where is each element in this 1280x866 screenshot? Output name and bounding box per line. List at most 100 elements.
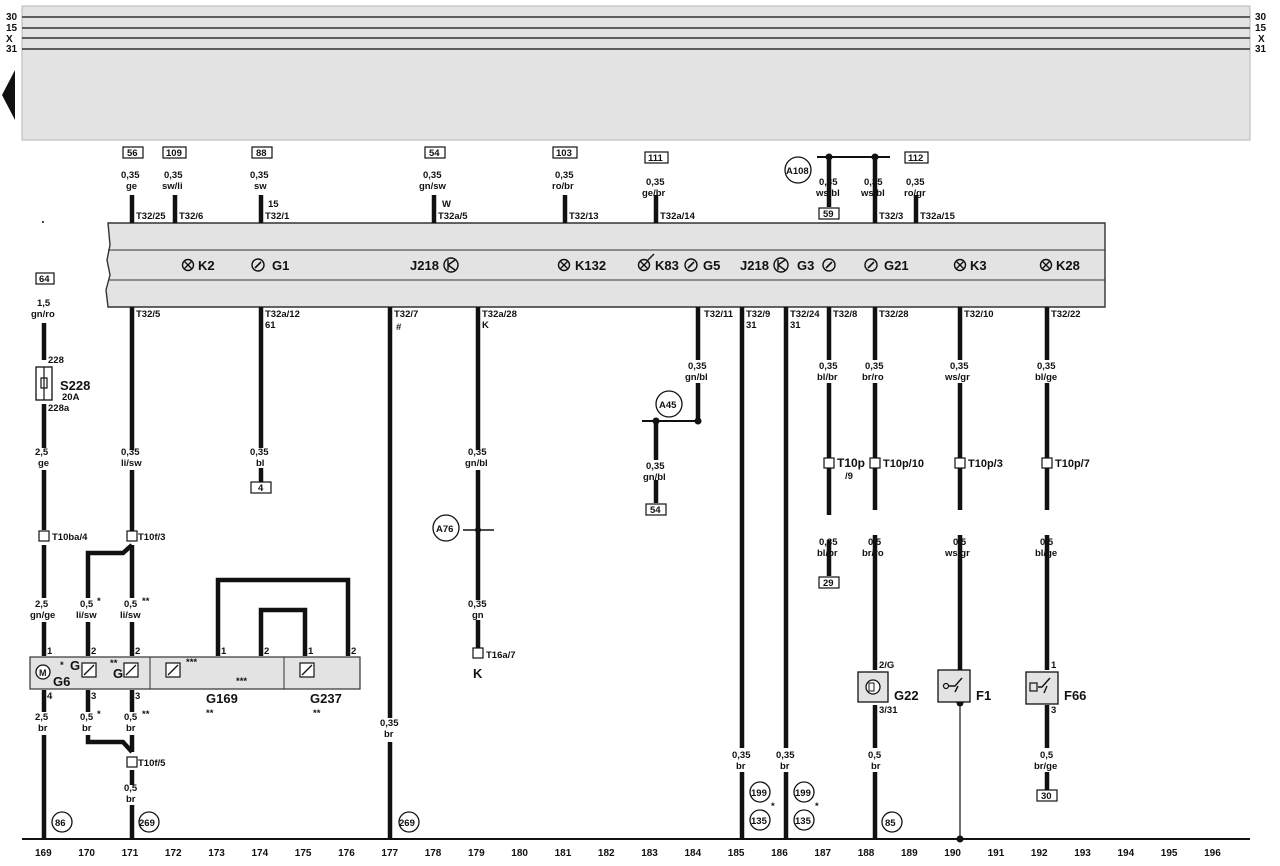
svg-text:0,35: 0,35 (819, 537, 838, 548)
svg-text:2: 2 (264, 646, 269, 657)
svg-text:2/G: 2/G (879, 660, 894, 671)
column-number: 196 (1204, 848, 1221, 859)
col-185-186-labels: 0,35 br 0,35 br 199 135 * 199 135 * (732, 750, 819, 831)
g5-gauge: G5 (684, 258, 720, 273)
previous-page-arrow-icon[interactable] (2, 70, 15, 120)
svg-text:gn: gn (472, 610, 484, 621)
k83-warning-lamp: K83 (637, 253, 679, 273)
svg-text:1,5: 1,5 (37, 298, 51, 309)
svg-text:#: # (396, 322, 402, 333)
top-ref-54: 54 0,35 gn/sw W T32a/5 (419, 146, 468, 222)
svg-text:4: 4 (47, 691, 53, 702)
svg-text:1: 1 (221, 646, 227, 657)
rail-label-15-right: 15 (1255, 23, 1267, 34)
svg-text:F1: F1 (976, 688, 991, 703)
rail-label-x-right: X (1258, 34, 1265, 45)
column-number: 169 (35, 848, 52, 859)
svg-text:gn/bl: gn/bl (685, 372, 708, 383)
svg-text:T32/10: T32/10 (964, 309, 994, 320)
rail-label-x-left: X (6, 34, 13, 45)
svg-text:br/ro: br/ro (862, 372, 884, 383)
svg-text:0,35: 0,35 (646, 461, 665, 472)
top-ref-109: 109 0,35 sw/li T32/6 (162, 146, 203, 222)
g21-gauge: G21 (864, 258, 909, 273)
svg-text:0,5: 0,5 (80, 599, 94, 610)
svg-text:3: 3 (135, 691, 140, 702)
svg-text:T32/9: T32/9 (746, 309, 770, 320)
col-170-171-wiring (85, 543, 351, 839)
svg-text:3: 3 (1051, 705, 1056, 716)
g169-note: ** (206, 708, 214, 719)
j218-right-label: J218 (740, 258, 769, 273)
k28-label: K28 (1056, 258, 1080, 273)
svg-text:228a: 228a (48, 403, 70, 414)
g1-label: G1 (272, 258, 289, 273)
k28-warning-lamp: K28 (1039, 258, 1080, 273)
svg-text:29: 29 (823, 578, 834, 589)
svg-text:S228: S228 (60, 378, 90, 393)
svg-text:199: 199 (795, 788, 811, 799)
svg-text:61: 61 (265, 320, 276, 331)
svg-text:112: 112 (908, 153, 923, 164)
column-number: 187 (814, 848, 831, 859)
col-177-labels: 0,35 br 269 (380, 718, 420, 833)
a108-connection: A108 0,35 ws/bl 59 0,35 ws/bl T32/3 (784, 156, 903, 222)
svg-text:br: br (82, 723, 92, 734)
svg-text:T32/8: T32/8 (833, 309, 857, 320)
svg-text:li/sw: li/sw (120, 610, 141, 621)
svg-text:G22: G22 (894, 688, 919, 703)
column-number: 193 (1074, 848, 1091, 859)
sensor-module: M G6 G G G169 G237 ** ** *** *** * ** (29, 656, 361, 719)
svg-text:A76: A76 (436, 524, 453, 535)
col-190-labels: 0,35 ws/gr T10p/3 0,5 ws/gr F1 (937, 361, 1003, 703)
svg-text:ge: ge (126, 181, 137, 192)
g5-label: G5 (703, 258, 720, 273)
top-wires (129, 160, 919, 223)
svg-text:0,5: 0,5 (1040, 537, 1054, 548)
svg-text:T32/11: T32/11 (704, 309, 734, 320)
svg-text:0,35: 0,35 (819, 177, 838, 188)
svg-text:sw/li: sw/li (162, 181, 183, 192)
column-number: 170 (78, 848, 95, 859)
svg-text:56: 56 (127, 148, 138, 159)
svg-text:0,35: 0,35 (1037, 361, 1056, 372)
svg-text:0,35: 0,35 (250, 170, 269, 181)
column-number: 178 (425, 848, 442, 859)
svg-text:gn/ro: gn/ro (31, 309, 55, 320)
svg-text:0,35: 0,35 (468, 599, 487, 610)
svg-text:0,5: 0,5 (124, 599, 138, 610)
k132-warning-lamp: K132 (557, 258, 606, 273)
svg-text:bl/br: bl/br (817, 372, 838, 383)
svg-text:ws/gr: ws/gr (944, 372, 970, 383)
svg-text:T32/22: T32/22 (1051, 309, 1081, 320)
g1-gauge: G1 (251, 258, 289, 273)
column-number: 189 (901, 848, 918, 859)
stray-dot (42, 221, 44, 223)
column-number: 181 (555, 848, 572, 859)
k132-label: K132 (575, 258, 606, 273)
column-number: 175 (295, 848, 312, 859)
rail-label-30-left: 30 (6, 12, 18, 23)
svg-text:T32a/12: T32a/12 (265, 309, 300, 320)
svg-text:ro/gr: ro/gr (904, 188, 926, 199)
svg-text:269: 269 (139, 818, 155, 829)
svg-text:br: br (126, 723, 136, 734)
bottom-pin-labels: T32/5 T32a/12 61 T32/7 # T32a/28 K T32/1… (136, 309, 1081, 333)
svg-text:86: 86 (55, 818, 66, 829)
column-number: 192 (1031, 848, 1048, 859)
svg-text:2,5: 2,5 (35, 447, 49, 458)
svg-text:gn/bl: gn/bl (643, 472, 666, 483)
column-number: 185 (728, 848, 745, 859)
svg-text:0,35: 0,35 (121, 447, 140, 458)
rail-label-15-left: 15 (6, 23, 18, 34)
a76-node (475, 527, 481, 533)
svg-text:54: 54 (429, 148, 440, 159)
column-number: 191 (988, 848, 1005, 859)
g-stars: ** (110, 658, 118, 669)
svg-text:T32/3: T32/3 (879, 211, 903, 222)
svg-text:3: 3 (91, 691, 96, 702)
column-number: 195 (1161, 848, 1178, 859)
svg-text:0,35: 0,35 (950, 361, 969, 372)
svg-text:T32/24: T32/24 (790, 309, 820, 320)
svg-text:T32/7: T32/7 (394, 309, 418, 320)
